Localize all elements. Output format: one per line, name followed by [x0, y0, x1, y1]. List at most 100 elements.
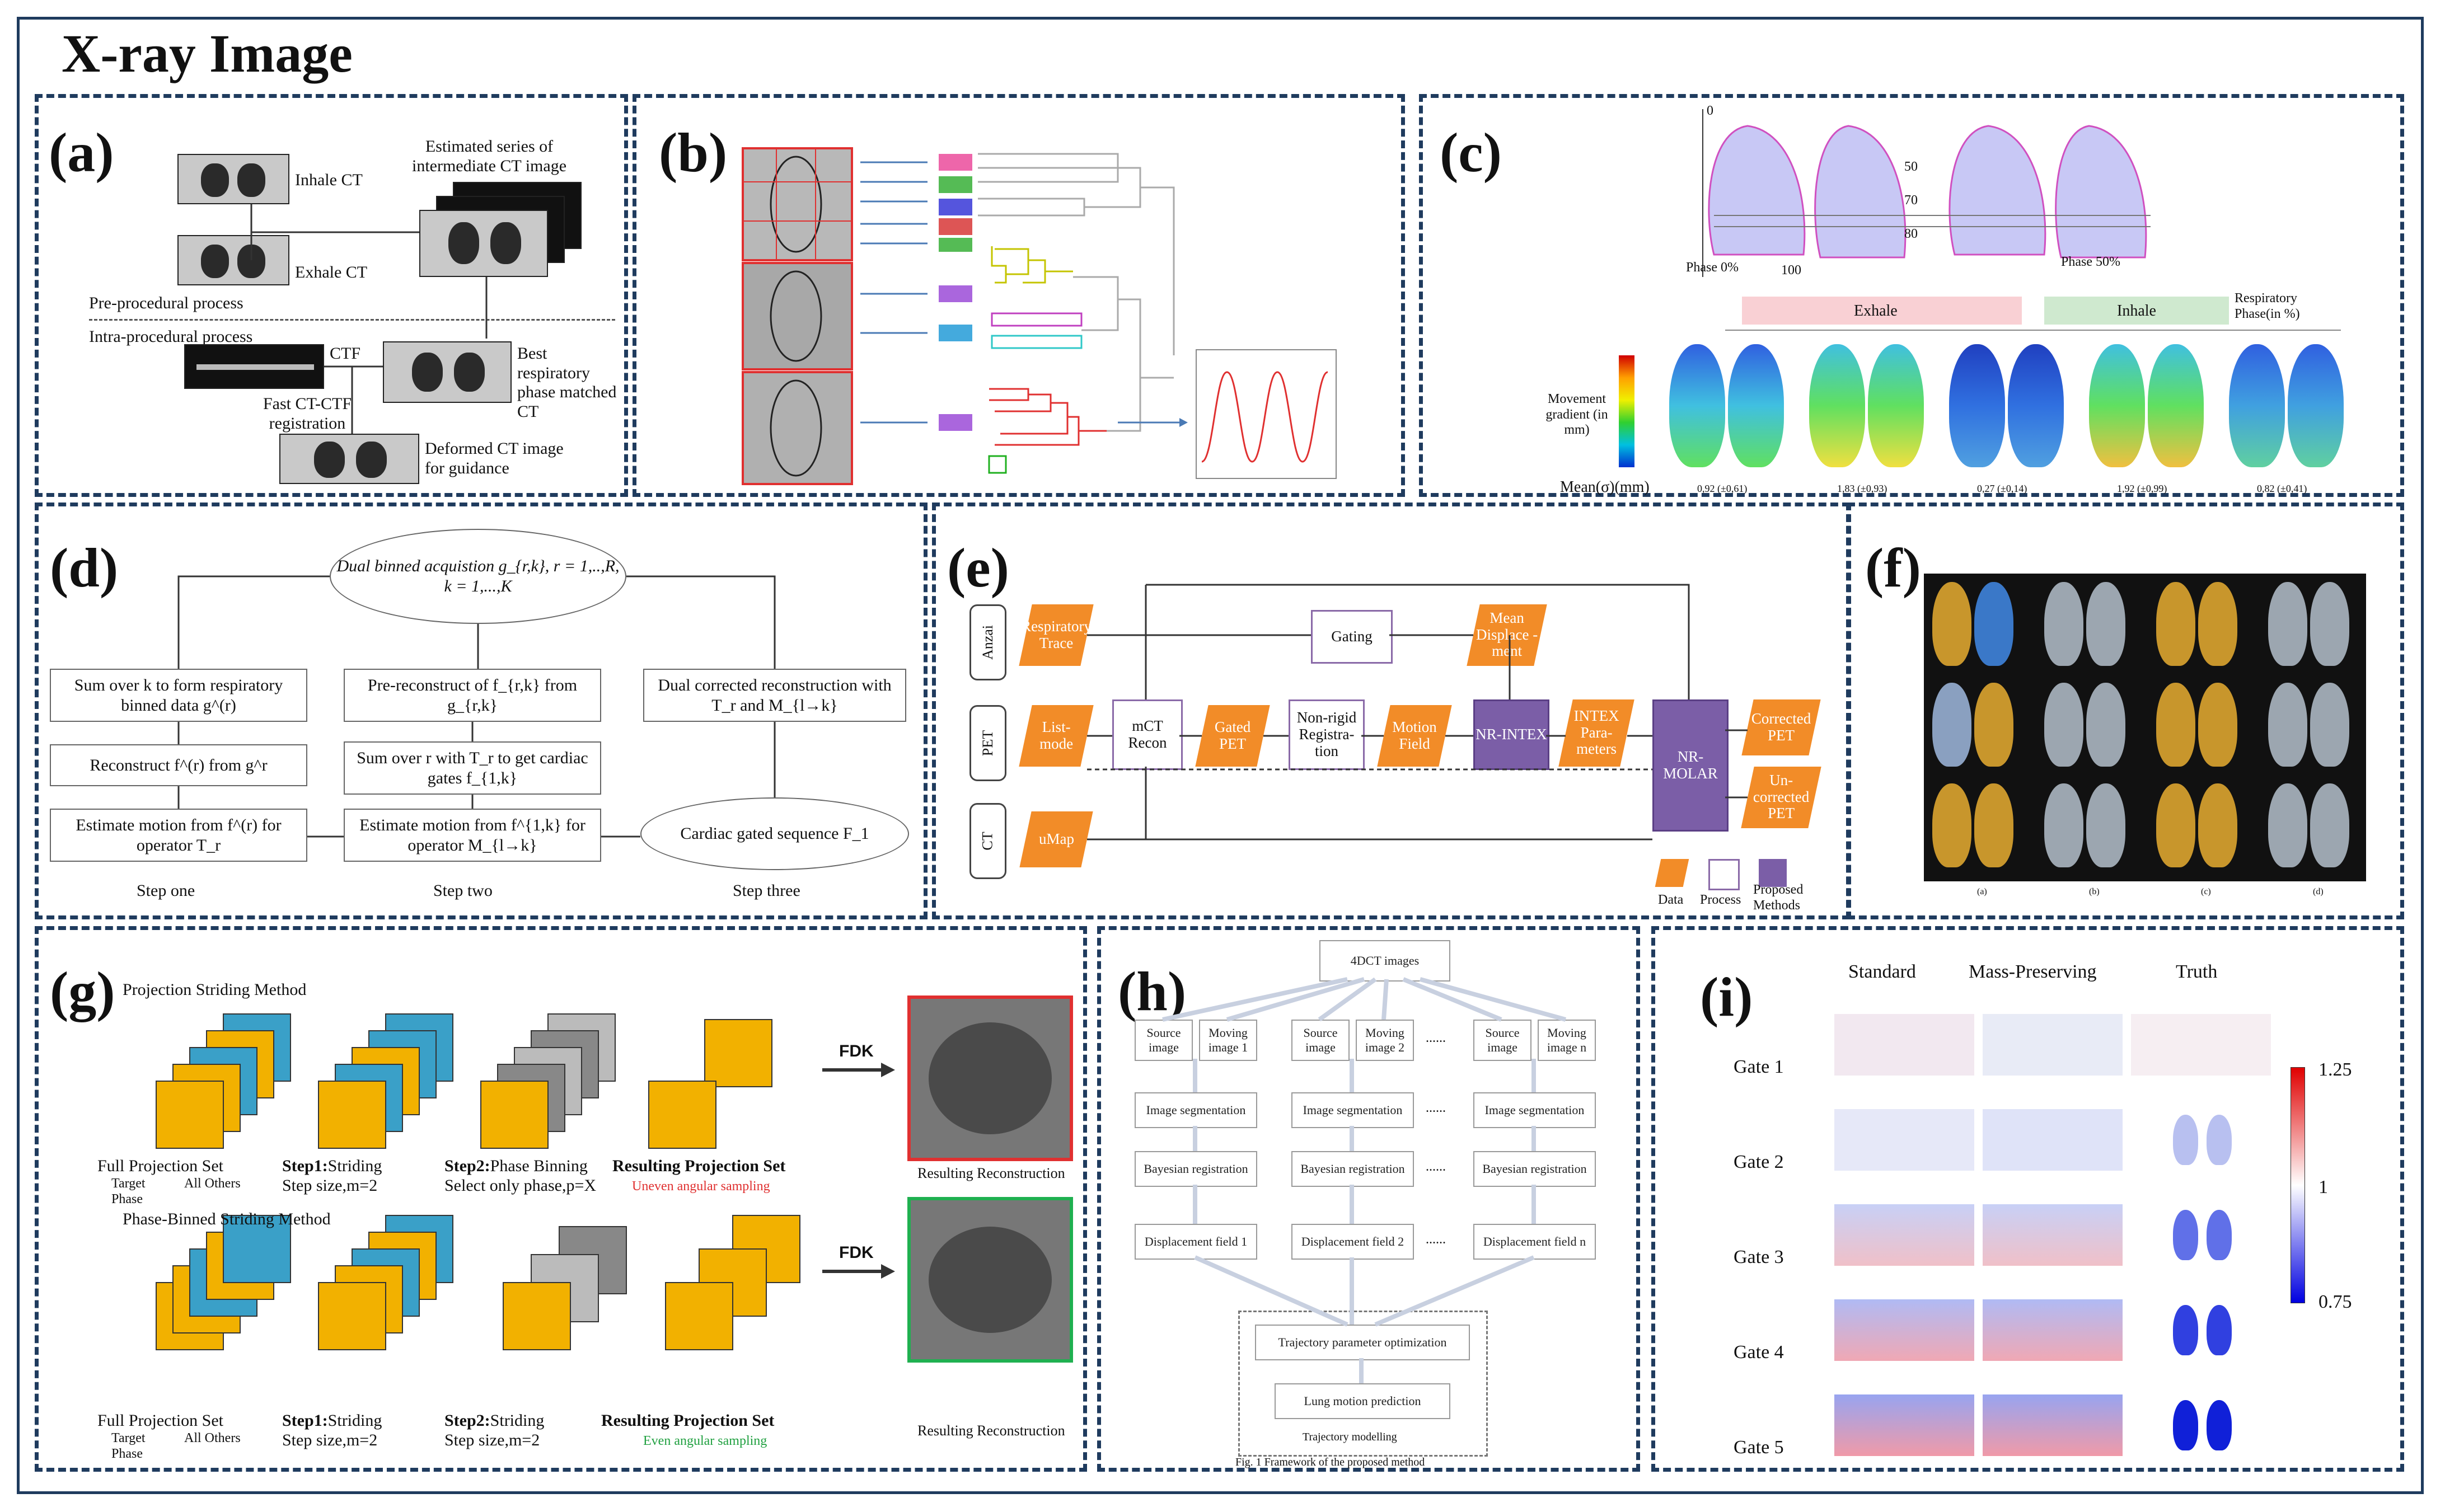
panel-e-connectors [1087, 584, 1748, 840]
figure-caption: Fig. 1 Framework of the proposed method [1235, 1456, 1425, 1468]
phase-tick-70: 70 [1904, 193, 1918, 208]
moving-image-n: Moving image n [1538, 1020, 1596, 1061]
pet-lane: PET [969, 705, 1006, 781]
source-image-1: Source image [1135, 1020, 1193, 1061]
respiratory-phase-label: Respiratory Phase(in %) [2235, 291, 2300, 321]
panel-label: (e) [947, 537, 1009, 599]
figure-frame [17, 17, 2424, 1494]
full-set-label-2: Full Projection Set [97, 1411, 223, 1430]
legend-process-swatch [1708, 859, 1740, 890]
row-gate-4: Gate 4 [1734, 1342, 1784, 1363]
phase-0-label: Phase 0% [1686, 260, 1739, 275]
colorbar-i [2291, 1067, 2305, 1303]
step-one-label: Step one [137, 881, 195, 900]
displacement-1: Displacement field 1 [1135, 1224, 1257, 1260]
heatmap-grid [1834, 1014, 2277, 1462]
panel-g: (g) Projection Striding Method [35, 926, 1087, 1472]
cardiac-gated-sequence: Cardiac gated sequence F_1 [640, 797, 909, 870]
row-gate-3: Gate 3 [1734, 1247, 1784, 1267]
step-three-label: Step three [733, 881, 800, 900]
phase-tick-100: 100 [1781, 263, 1801, 278]
panel-label: (h) [1118, 960, 1187, 1022]
row-gate-5: Gate 5 [1734, 1437, 1784, 1458]
phase-tick-50: 50 [1904, 159, 1918, 174]
panel-c: (c) 0 50 70 80 100 Phase 0% Phase 50% Ex… [1419, 94, 2404, 497]
nr-molar-node: NR-MOLAR [1652, 699, 1729, 832]
panel-d: (d) Dual binned acquistion g_{r,k}, r = … [35, 503, 928, 919]
trajectory-optimization: Trajectory parameter optimization [1255, 1325, 1470, 1360]
best-phase-label: Best respiratory phase matched CT [517, 344, 617, 421]
segmentation-2: Image segmentation [1291, 1092, 1414, 1128]
legend-proposed-label: Proposed Methods [1753, 882, 1804, 913]
source-image-n: Source image [1473, 1020, 1531, 1061]
segmentation-n: Image segmentation [1473, 1092, 1596, 1128]
panel-label: (f) [1865, 537, 1921, 599]
col-mass-preserving: Mass-Preserving [1969, 961, 2097, 982]
segmentation-1: Image segmentation [1135, 1092, 1257, 1128]
bayesian-1: Bayesian registration [1135, 1151, 1257, 1187]
panel-label: (a) [49, 121, 114, 184]
panel-e: (e) Anzai PET CT Respiratory Trace Gatin… [932, 503, 1850, 919]
mean-value-3: 0,27 (±0,14) [1977, 483, 2027, 494]
intermediate-ct-image [419, 210, 548, 277]
lung-motion-prediction: Lung motion prediction [1275, 1383, 1450, 1419]
phase-tick-0: 0 [1707, 104, 1713, 118]
step2-striding-label: Step2:Striding [444, 1411, 545, 1430]
inhale-band-label: Inhale [2117, 302, 2156, 320]
panel-b-diagram [742, 147, 1337, 485]
intra-procedural-label: Intra-procedural process [89, 327, 253, 346]
4dct-images-node: 4DCT images [1319, 940, 1450, 982]
estimate-motion-tr-box: Estimate motion from f^(r) for operator … [50, 809, 307, 862]
panel-label: (g) [50, 960, 115, 1022]
step1-label-1: Step1:Striding [282, 1157, 382, 1175]
stepsize-label-1: Step size,m=2 [282, 1176, 378, 1195]
ctf-image [184, 344, 324, 389]
result-label-1: Resulting Projection Set [612, 1157, 786, 1175]
panel-a: (a) Inhale CT Estimated series of interm… [35, 94, 628, 497]
target-phase-label-1: Target Phase [111, 1176, 146, 1206]
ellipsis-1: ...... [1426, 1031, 1446, 1045]
deformed-label: Deformed CT image for guidance [425, 439, 564, 477]
estimate-motion-m-box: Estimate motion from f^{1,k} for operato… [344, 809, 601, 862]
sum-over-r-box: Sum over r with T_r to get cardiac gates… [344, 741, 601, 795]
caption-d: (d) [2313, 887, 2324, 896]
mct-recon-node: mCT Recon [1112, 699, 1183, 770]
recon-label-2: Resulting Reconstruction [917, 1422, 1065, 1439]
bayesian-2: Bayesian registration [1291, 1151, 1414, 1187]
bayesian-n: Bayesian registration [1473, 1151, 1596, 1187]
sum-over-k-box: Sum over k to form respiratory binned da… [50, 669, 307, 722]
all-others-label-1: All Others [184, 1176, 241, 1191]
mean-value-4: 1,92 (±0,99) [2117, 483, 2167, 494]
dual-corrected-box: Dual corrected reconstruction with T_r a… [643, 669, 906, 722]
all-others-label-2: All Others [184, 1431, 241, 1445]
gating-node: Gating [1311, 610, 1393, 664]
estimated-label: Estimated series of intermediate CT imag… [411, 137, 567, 175]
stepsize-label-2: Step size,m=2 [282, 1431, 378, 1449]
trajectory-modelling-label: Trajectory modelling [1303, 1431, 1397, 1443]
ellipsis-3: ...... [1426, 1159, 1446, 1174]
figure-title: X-ray Image [62, 24, 353, 83]
panel-d-connectors [177, 575, 776, 838]
exhale-label: Exhale CT [295, 263, 368, 281]
panel-label: (i) [1700, 966, 1753, 1028]
recon-label-1: Resulting Reconstruction [917, 1165, 1065, 1181]
target-phase-label-2: Target Phase [111, 1431, 146, 1461]
moving-image-2: Moving image 2 [1356, 1020, 1414, 1061]
lung-render-grid [1924, 574, 2366, 881]
col-standard: Standard [1848, 961, 1916, 982]
step1-label-2: Step1:Striding [282, 1411, 382, 1430]
panel-label: (d) [50, 537, 119, 599]
displacement-2: Displacement field 2 [1291, 1224, 1414, 1260]
anzai-lane: Anzai [969, 604, 1006, 680]
panel-a-connectors [250, 204, 488, 434]
exhale-band-label: Exhale [1854, 302, 1898, 320]
non-rigid-registration-node: Non-rigid Registra-tion [1289, 699, 1365, 770]
best-phase-ct-image [383, 341, 512, 403]
legend-process-label: Process [1700, 893, 1741, 907]
legend-data-label: Data [1658, 893, 1684, 907]
legend-proposed-swatch [1759, 859, 1787, 887]
exhale-ct-image [177, 235, 289, 285]
divider-line [89, 319, 615, 321]
colorbar-min: 0.75 [2318, 1292, 2352, 1312]
step2-phase-label: Step2:Phase Binning [444, 1157, 588, 1175]
